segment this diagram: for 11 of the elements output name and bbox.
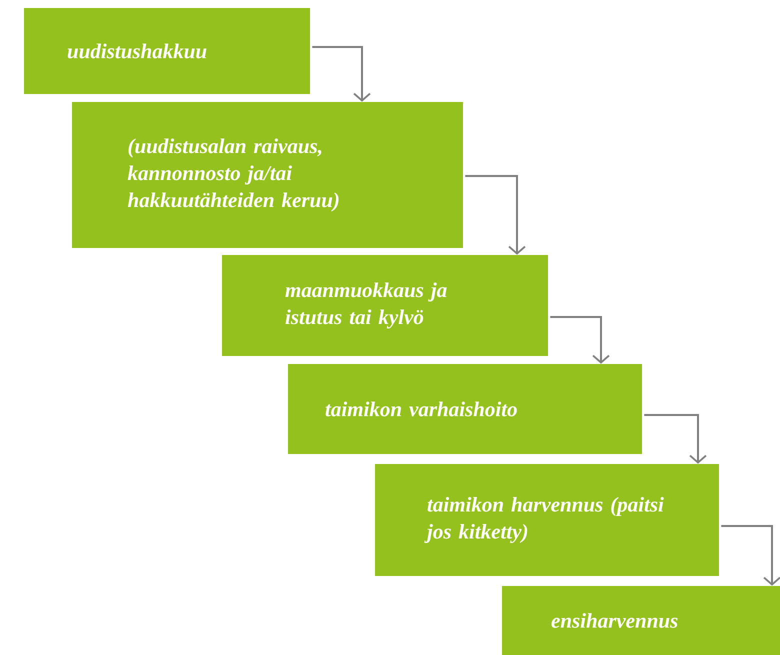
step-box: taimikon harvennus (paitsi jos kitketty) <box>375 464 719 576</box>
arrow <box>550 316 610 364</box>
step-box: uudistushakkuu <box>24 8 310 94</box>
arrow <box>644 414 707 464</box>
step-box: ensiharvennus <box>502 586 780 655</box>
arrow <box>721 525 780 586</box>
arrow <box>465 175 526 255</box>
step-box: taimikon varhaishoito <box>288 364 642 454</box>
step-box: (uudistusalan raivaus, kannonnosto ja/tai hakkuutähteiden keruu) <box>72 102 463 248</box>
arrow <box>312 46 371 102</box>
step-box: maanmuokkaus ja istutus tai kylvö <box>222 255 548 356</box>
